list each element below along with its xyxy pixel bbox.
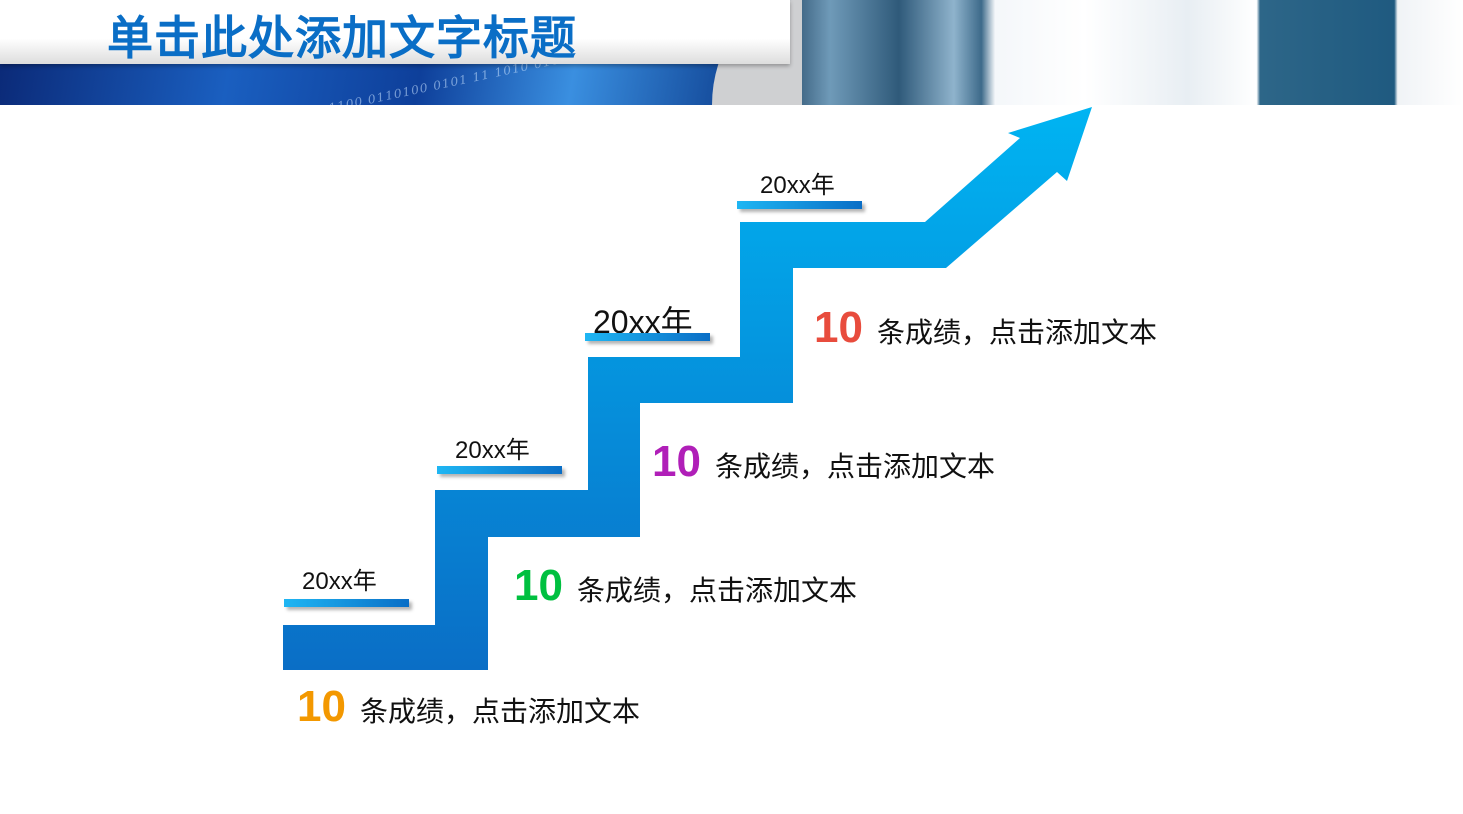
text: 条成绩，点击添加文本 <box>876 316 1157 349</box>
count: 10 <box>814 303 863 352</box>
year-underline-3 <box>585 333 710 341</box>
text: 条成绩，点击添加文本 <box>576 574 857 607</box>
binary-background: 0110100 110 0010 10110100 0101 1100 0110… <box>0 42 760 105</box>
header-banner: 0110100 110 0010 10110100 0101 1100 0110… <box>0 0 1463 105</box>
count: 10 <box>297 682 346 731</box>
title-bar <box>0 0 790 64</box>
text: 条成绩，点击添加文本 <box>714 450 995 483</box>
achievement-4[interactable]: 10 条成绩，点击添加文本 <box>814 303 1157 353</box>
text: 条成绩，点击添加文本 <box>359 695 640 728</box>
count: 10 <box>514 561 563 610</box>
count: 10 <box>652 437 701 486</box>
year-label-2: 20xx年 <box>455 437 530 464</box>
year-underline-2 <box>437 466 562 474</box>
year-underline-4 <box>737 201 862 209</box>
year-underline-1 <box>284 599 409 607</box>
achievement-1[interactable]: 10 条成绩，点击添加文本 <box>297 682 640 732</box>
achievement-3[interactable]: 10 条成绩，点击添加文本 <box>652 437 995 487</box>
achievement-2[interactable]: 10 条成绩，点击添加文本 <box>514 561 857 611</box>
year-label-1: 20xx年 <box>302 568 377 595</box>
header-photo <box>775 0 1463 105</box>
stair-arrow-shape <box>283 107 1092 670</box>
slide-title[interactable]: 单击此处添加文字标题 <box>107 11 577 65</box>
year-label-4: 20xx年 <box>760 172 835 199</box>
